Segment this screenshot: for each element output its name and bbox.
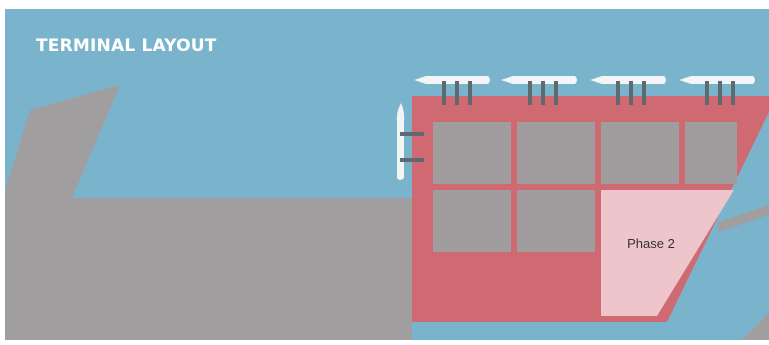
phase-2-area	[601, 190, 734, 316]
yard-block	[685, 122, 737, 184]
ship-icon	[396, 103, 405, 180]
yard-block	[601, 122, 679, 184]
yard-block	[517, 190, 595, 252]
ship-icon	[590, 76, 666, 84]
yard-block	[433, 122, 511, 184]
yard-block	[433, 190, 511, 252]
crane-icon	[400, 132, 424, 162]
crane-icon	[528, 81, 558, 105]
phase-2-label: Phase 2	[627, 236, 675, 251]
page-title: TERMINAL LAYOUT	[36, 36, 217, 56]
crane-icon	[442, 81, 472, 105]
land-corner-right	[742, 312, 769, 340]
crane-icon	[616, 81, 646, 105]
ship-icon	[414, 76, 490, 84]
ship-icon	[679, 76, 755, 84]
land-area	[5, 85, 412, 340]
yard-block	[517, 122, 595, 184]
ship-icon	[501, 76, 577, 84]
crane-icon	[705, 81, 735, 105]
land-strip-right	[718, 205, 769, 232]
